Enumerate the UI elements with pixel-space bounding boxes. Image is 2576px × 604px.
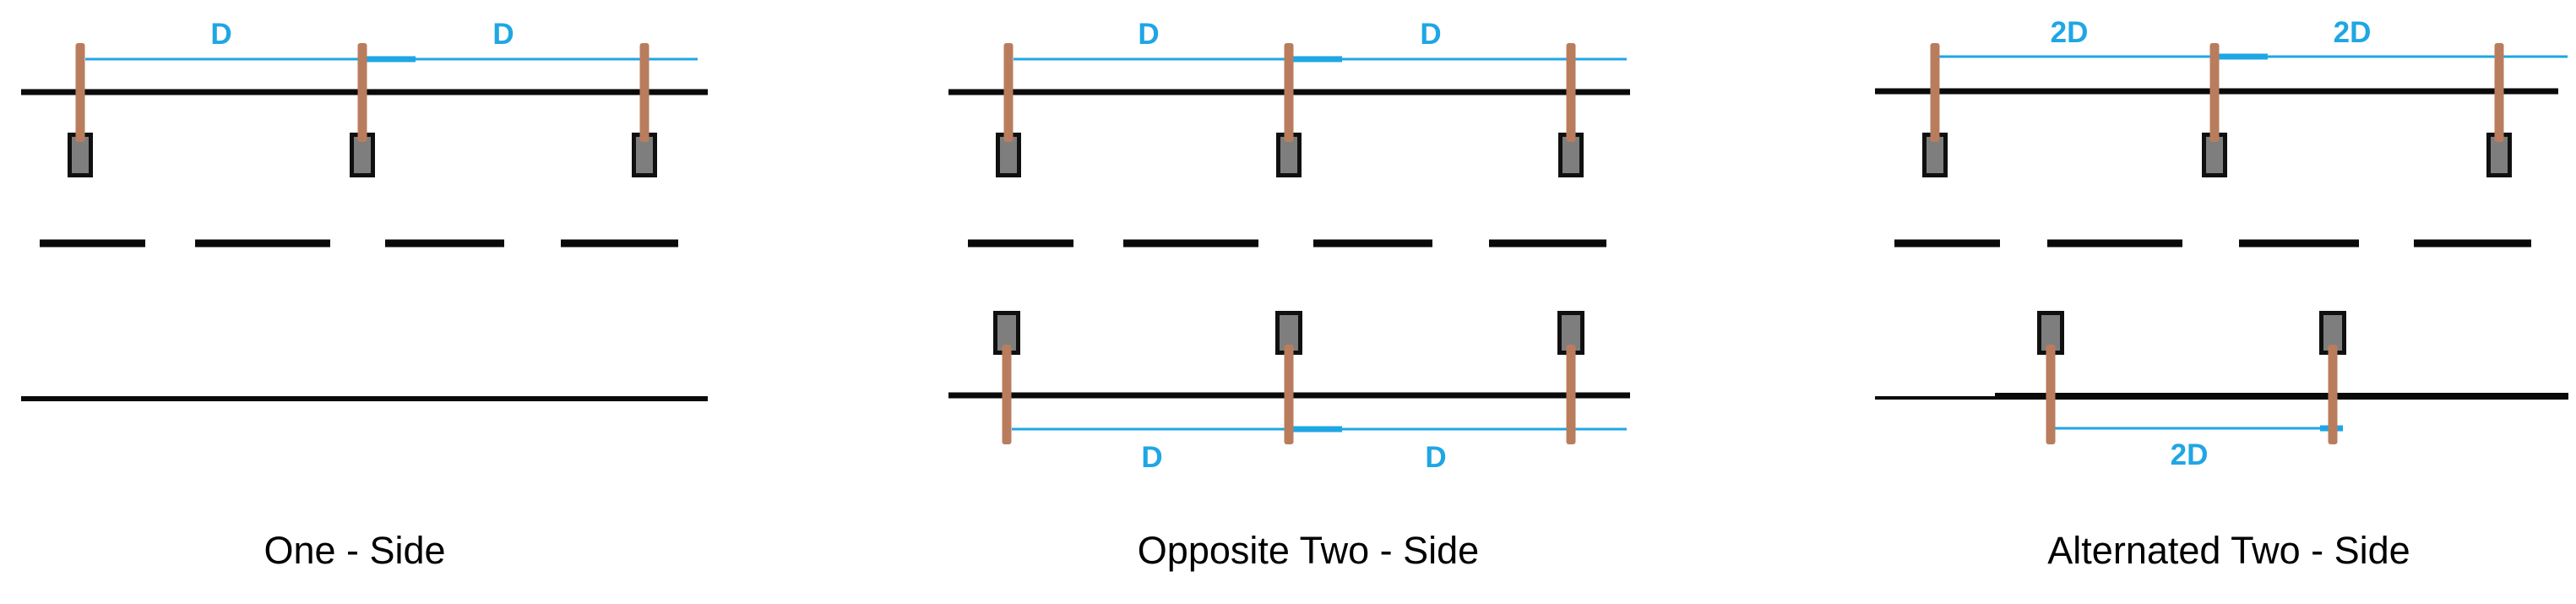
light-pole bbox=[1284, 345, 1294, 444]
lamp-bulb bbox=[1562, 137, 1579, 173]
dimension-label: D bbox=[1420, 18, 1441, 51]
lamp-bulb bbox=[1280, 137, 1297, 173]
panel-caption-one-side: One - Side bbox=[264, 529, 446, 572]
dimension-label: D bbox=[1425, 441, 1446, 474]
lamp-bulb bbox=[1927, 137, 1943, 173]
light-pole bbox=[639, 43, 649, 142]
lamp-bulb bbox=[2323, 315, 2342, 351]
dimension-label: D bbox=[492, 18, 514, 51]
dimension-label: 2D bbox=[2051, 16, 2089, 49]
dimension-label: 2D bbox=[2171, 438, 2209, 471]
light-pole bbox=[1002, 345, 1012, 444]
light-pole bbox=[357, 43, 367, 142]
lamp-bulb bbox=[1280, 315, 1298, 351]
lamp-bulb bbox=[997, 315, 1016, 351]
panel-caption-opposite-two-side: Opposite Two - Side bbox=[1137, 529, 1480, 572]
light-pole bbox=[1566, 43, 1576, 142]
light-pole bbox=[1003, 43, 1014, 142]
light-pole bbox=[2494, 43, 2504, 142]
light-pole bbox=[1930, 43, 1940, 142]
dimension-label: 2D bbox=[2334, 16, 2372, 49]
lamp-bulb bbox=[636, 137, 653, 173]
dimension-label: D bbox=[1138, 18, 1159, 51]
light-pole bbox=[75, 43, 85, 142]
lamp-bulb bbox=[354, 137, 371, 173]
light-pole bbox=[1284, 43, 1294, 142]
dimension-label: D bbox=[210, 18, 231, 51]
lamp-bulb bbox=[1000, 137, 1017, 173]
lamp-bulb bbox=[72, 137, 89, 173]
lamp-bulb bbox=[2491, 137, 2508, 173]
light-pole bbox=[2046, 345, 2056, 444]
dimension-label: D bbox=[1141, 441, 1162, 474]
light-pole bbox=[1566, 345, 1576, 444]
lamp-bulb bbox=[2206, 137, 2223, 173]
light-pole bbox=[2328, 345, 2338, 444]
lamp-bulb bbox=[2041, 315, 2060, 351]
lamp-bulb bbox=[1562, 315, 1580, 351]
light-pole bbox=[2209, 43, 2220, 142]
panel-caption-alternated-two-side: Alternated Two - Side bbox=[2047, 529, 2410, 572]
